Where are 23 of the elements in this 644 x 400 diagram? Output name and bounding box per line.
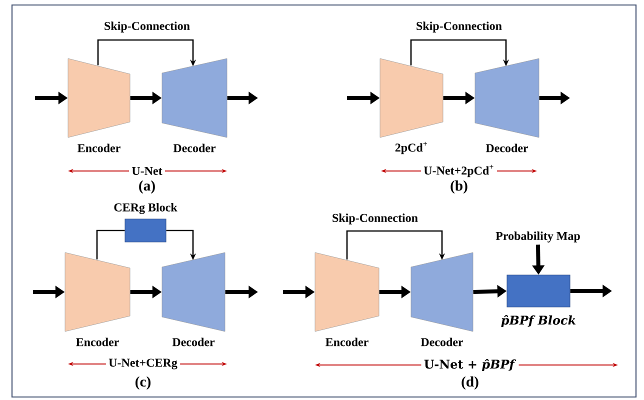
edge-label: Skip-Connection (102, 20, 192, 34)
block-label: p̂BPf Block (501, 314, 576, 328)
panel-tag: (b) (450, 180, 468, 194)
panel-tag: (c) (136, 376, 150, 390)
input-label: Probability Map (496, 232, 580, 242)
block-label: CERg Block (114, 203, 178, 214)
shape-label: Encoder (76, 338, 119, 346)
span-label: U-Net (129, 164, 165, 178)
edge-label: Skip-Connection (414, 20, 504, 34)
shape-label: Decoder (173, 144, 216, 152)
panel-tag: (a) (139, 180, 155, 194)
shape-label: 2pCd$^{+}$ (395, 142, 428, 154)
shape-label: Encoder (326, 338, 368, 346)
shape-label: Decoder (486, 144, 528, 152)
panel-tag: (d) (462, 376, 478, 390)
arrow (96, 230, 125, 260)
span-label: U-Net + p̂BPf (421, 356, 519, 374)
shape-label: Decoder (172, 338, 215, 346)
shape-label: Encoder (78, 144, 120, 152)
span-label: U-Net+2pCd$^{+}$ (420, 162, 498, 180)
edge-label: Skip-Connection (330, 212, 420, 226)
shape-label: Decoder (420, 338, 464, 346)
span-label: U-Net+CERg (106, 356, 180, 372)
